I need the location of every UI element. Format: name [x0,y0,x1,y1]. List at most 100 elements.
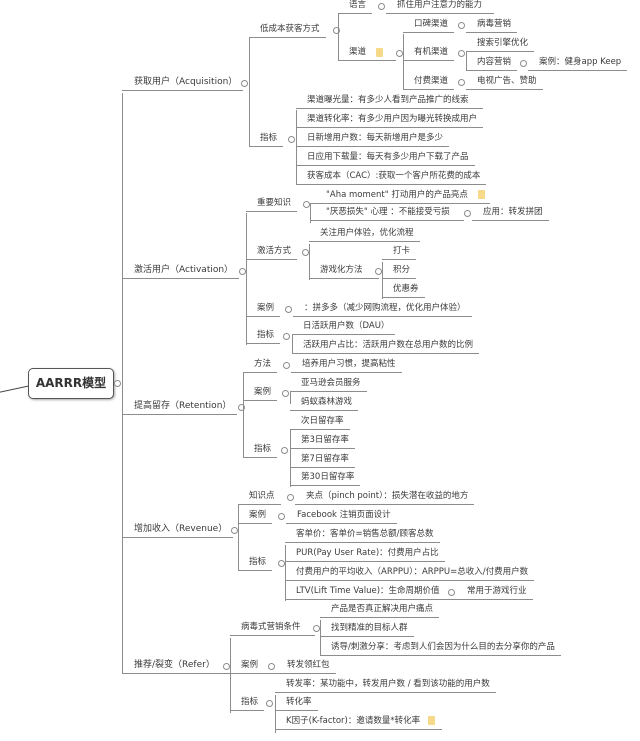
collapse-toggle[interactable] [464,210,471,217]
node-language[interactable]: 语言 [338,0,373,14]
collapse-toggle[interactable] [458,50,465,57]
collapse-toggle[interactable] [378,3,385,10]
collapse-toggle[interactable] [448,589,455,596]
node-ref-case[interactable]: 案例 [230,659,277,674]
node-methods[interactable]: 激活方式 [246,245,298,260]
collapse-toggle[interactable] [396,50,403,57]
node-acq-metrics[interactable]: 指标 [249,132,284,147]
metric-item[interactable]: 日应用下载量：每天有多少用户下载了产品 [296,151,475,166]
collapse-toggle[interactable] [458,22,465,29]
gamify-item[interactable]: 打卡 [382,245,417,260]
node-channel[interactable]: 渠道 [338,46,397,61]
collapse-toggle[interactable] [278,513,285,520]
viral-item[interactable]: 找到精准的目标人群 [320,622,414,637]
node-low-cost[interactable]: 低成本获客方式 [249,23,326,38]
node-rev-case-desc[interactable]: Facebook 注销页面设计 [286,509,397,524]
collapse-toggle[interactable] [375,268,382,275]
metric-item[interactable]: 第30日留存率 [290,471,361,486]
node-ret-method[interactable]: 方法 [243,358,278,373]
node-retention[interactable]: 提高留存（Retention） [122,400,238,415]
collapse-toggle[interactable] [278,560,285,567]
collapse-toggle[interactable] [114,380,121,387]
node-acquisition[interactable]: 获取用户（Acquisition） [122,76,244,91]
collapse-toggle[interactable] [223,663,230,670]
node-viral-cond[interactable]: 病毒式营销条件 [230,621,315,636]
node-loss-app[interactable]: 应用：转发拼团 [472,206,549,221]
metric-item[interactable]: 转发率：某功能中，转发用户数 / 看到该功能的用户数 [275,678,496,693]
node-paid-desc[interactable]: 电视广告、赞助 [466,75,543,90]
root-node[interactable]: AARRR模型 [28,368,114,399]
metric-item[interactable]: K因子(K-factor)：邀请数量*转化率 [275,715,443,730]
metric-item[interactable]: PUR(Pay User Rate)：付费用户占比 [285,547,445,562]
viral-item[interactable]: 诱导/刺激分享：考虑到人们会因为什么目的去分享你的产品 [320,641,561,656]
gamify-item[interactable]: 积分 [382,264,417,279]
metric-item[interactable]: 活跃用户占比：活跃用户数在总用户数的比例 [292,339,480,354]
node-ref-metrics[interactable]: 指标 [230,696,265,711]
node-rev-metrics[interactable]: 指标 [238,556,273,571]
metric-item[interactable]: 客单价：客单价=销售总额/顾客总数 [285,528,440,543]
metric-item[interactable]: 日活跃用户数（DAU） [292,320,396,335]
node-knowledge[interactable]: 重要知识 [246,197,298,212]
collapse-toggle[interactable] [239,268,246,275]
node-rev-case[interactable]: 案例 [238,509,273,524]
note-icon[interactable] [478,190,485,199]
node-rev-knowledge-desc[interactable]: 夹点（pinch point）：损失潜在收益的地方 [295,490,475,505]
collapse-toggle[interactable] [302,249,309,256]
node-revenue[interactable]: 增加收入（Revenue） [122,523,234,538]
metric-item[interactable]: 第3日留存率 [290,434,355,449]
collapse-toggle[interactable] [458,79,465,86]
collapse-toggle[interactable] [303,201,310,208]
node-refer[interactable]: 推荐/裂变（Refer） [122,659,235,674]
collapse-toggle[interactable] [283,362,290,369]
collapse-toggle[interactable] [333,27,340,34]
metric-item[interactable]: 转化率 [275,696,318,711]
collapse-toggle[interactable] [287,494,294,501]
node-rev-knowledge[interactable]: 知识点 [238,490,281,505]
node-ret-case[interactable]: 案例 [243,386,278,401]
metric-item[interactable]: 渠道转化率：有多少用户因为曝光转换成用户 [296,113,484,128]
collapse-toggle[interactable] [266,700,273,707]
node-ret-method-desc[interactable]: 培养用户习惯，提高粘性 [291,358,402,373]
node-ltv-note[interactable]: 常用于游戏行业 [456,585,533,600]
collapse-toggle[interactable] [288,136,295,143]
collapse-toggle[interactable] [283,333,290,340]
node-word-of-mouth[interactable]: 口碑渠道 [403,18,455,33]
collapse-toggle[interactable] [238,404,245,411]
metric-item[interactable]: 渠道曝光量：有多少人看到产品推广的线索 [296,94,483,109]
collapse-toggle[interactable] [268,663,275,670]
metric-item[interactable]: 日新增用户数：每天新增用户是多少 [296,132,450,147]
node-viral[interactable]: 病毒营销 [466,18,518,33]
metric-item[interactable]: LTV(Lift Time Value)：生命周期价值 [285,585,458,600]
metric-item[interactable]: 次日留存率 [290,415,350,430]
node-ret-metrics[interactable]: 指标 [243,443,278,458]
node-content[interactable]: 内容营销 [466,56,518,71]
case-item[interactable]: 蚂蚁森林游戏 [290,396,359,411]
node-content-case[interactable]: 案例：健身app Keep [528,56,628,71]
collapse-toggle[interactable] [282,390,289,397]
node-loss[interactable]: "厌恶损失" 心理 ：不能接受亏损 [310,206,464,221]
node-ux[interactable]: 关注用户体验，优化流程 [309,227,420,242]
note-icon[interactable] [428,716,435,725]
gamify-item[interactable]: 优惠券 [382,283,425,298]
collapse-toggle[interactable] [313,625,320,632]
collapse-toggle[interactable] [241,80,248,87]
node-gamify[interactable]: 游戏化方法 [309,264,379,279]
collapse-toggle[interactable] [520,60,527,67]
node-seo[interactable]: 搜索引擎优化 [466,37,535,52]
node-language-desc[interactable]: 抓住用户注意力的能力 [386,0,495,14]
metric-item[interactable]: 第7日留存率 [290,453,355,468]
metric-item[interactable]: 付费用户的平均收入（ARPPU）：ARPPU=总收入/付费用户数 [285,566,535,581]
node-organic[interactable]: 有机渠道 [403,46,455,61]
metric-item[interactable]: 获客成本（CAC）:获取一个客户所花费的成本 [296,170,487,185]
node-activation[interactable]: 激活用户（Activation） [122,264,240,279]
node-aha[interactable]: "Aha moment" 打动用户的产品亮点 [310,189,490,204]
node-act-case[interactable]: 案例 [246,302,281,317]
node-paid[interactable]: 付费渠道 [403,75,455,90]
node-ref-case-desc[interactable]: 转发领红包 [276,659,336,674]
collapse-toggle[interactable] [231,527,238,534]
collapse-toggle[interactable] [281,447,288,454]
node-act-case-desc[interactable]: ：拼多多（减少网购流程，优化用户体验） [293,302,472,317]
case-item[interactable]: 亚马逊会员服务 [290,377,367,392]
node-act-metrics[interactable]: 指标 [246,329,281,344]
collapse-toggle[interactable] [285,306,292,313]
